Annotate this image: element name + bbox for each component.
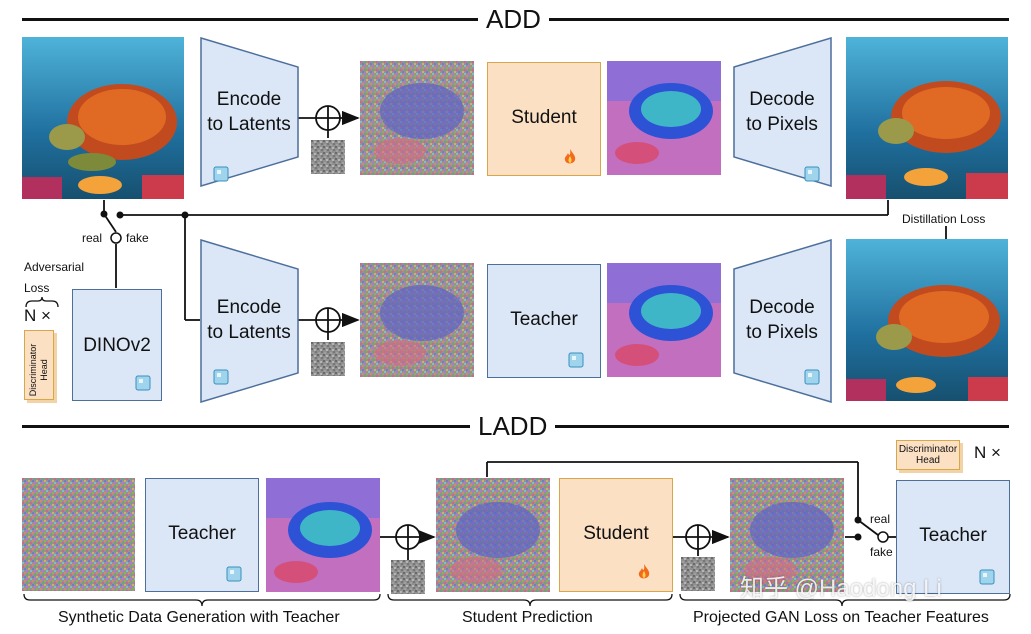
- ice-cube-icon: [804, 369, 820, 385]
- noisy-latent-image-top: [360, 61, 474, 175]
- ladd-repeat-label: N ×: [974, 443, 1001, 462]
- watermark-text: 知乎 @Haodong Li: [740, 575, 942, 602]
- pure-noise-image: [22, 478, 135, 591]
- turtle-image-output-bottom: [846, 239, 1008, 401]
- turtle-illustration: [22, 37, 184, 199]
- caption-projected-gan: Projected GAN Loss on Teacher Features: [693, 609, 989, 626]
- ladd-fake-label: fake: [870, 545, 893, 559]
- add-section-title: ADD: [478, 4, 549, 34]
- decoder-top-shape: [733, 37, 832, 187]
- distillation-loss-label: Distillation Loss: [902, 212, 986, 226]
- ice-cube-icon: [213, 166, 229, 182]
- decoder-bottom-label: Decode to Pixels: [746, 297, 818, 343]
- renoised-student-image: [730, 478, 844, 592]
- teacher-label-add: Teacher: [510, 308, 578, 330]
- caption-braces: [23, 593, 1011, 607]
- pure-noise-illustration: [22, 478, 135, 591]
- caption-student-prediction: Student Prediction: [462, 609, 593, 626]
- teacher-box-add: Teacher: [487, 264, 601, 378]
- flame-icon: [564, 149, 576, 164]
- student-box-top: Student: [487, 62, 601, 176]
- student-label-top: Student: [511, 106, 577, 128]
- ice-cube-icon: [226, 566, 242, 582]
- encoder-top-label: Encode to Latents: [207, 89, 291, 135]
- student-output-image-top: [607, 61, 721, 175]
- noisy-latent-image-bottom: [360, 263, 474, 377]
- teacher-label-generation: Teacher: [168, 522, 236, 544]
- adversarial-loss-label: Adversarial Loss: [24, 260, 85, 295]
- teacher-output-illustration: [607, 263, 721, 377]
- add-discriminator-head-label: Discriminator Head: [28, 343, 49, 397]
- decoder-bottom-shape: [733, 239, 832, 403]
- noise-square-top: [311, 140, 345, 174]
- student-output-illustration: [607, 61, 721, 175]
- add-bottom-plus: [298, 307, 360, 340]
- noisy-latent-illustration: [360, 61, 474, 175]
- encoder-top-shape: [200, 37, 299, 187]
- add-fake-label: fake: [126, 231, 149, 245]
- noise-square-ladd-1: [391, 560, 425, 594]
- renoised-student-illustration: [730, 478, 844, 592]
- add-top-plus: [298, 105, 360, 138]
- ice-cube-icon: [135, 375, 151, 391]
- noisy-sample-image-ladd: [436, 478, 550, 592]
- ladd-discriminator-head-label: Discriminator Head: [898, 444, 958, 466]
- synthetic-data-image: [266, 478, 380, 592]
- teacher-box-discriminator: Teacher: [896, 480, 1010, 594]
- student-box-ladd: Student: [559, 478, 673, 592]
- turtle-output-illustration: [846, 239, 1008, 401]
- teacher-label-discriminator: Teacher: [919, 524, 987, 546]
- noisy-latent-illustration: [360, 263, 474, 377]
- decoder-top-label: Decode to Pixels: [746, 89, 818, 135]
- add-repeat-label: N ×: [24, 306, 51, 325]
- caption-synthetic-data: Synthetic Data Generation with Teacher: [58, 609, 340, 626]
- ladd-discriminator-head: Discriminator Head: [896, 440, 960, 470]
- add-switch-lines: [103, 200, 947, 321]
- turtle-image-source: [22, 37, 184, 199]
- add-real-label: real: [82, 231, 103, 245]
- add-discriminator-head: Discriminator Head: [24, 330, 54, 400]
- noisy-sample-illustration: [436, 478, 550, 592]
- student-label-ladd: Student: [583, 522, 649, 544]
- noise-square-ladd-2: [681, 557, 715, 591]
- encoder-bottom-label: Encode to Latents: [207, 297, 291, 343]
- ice-cube-icon: [568, 352, 584, 368]
- synthetic-data-illustration: [266, 478, 380, 592]
- noise-square-bottom: [311, 342, 345, 376]
- encoder-bottom-shape: [200, 239, 299, 403]
- ice-cube-icon: [979, 569, 995, 585]
- ladd-section-title: LADD: [470, 411, 556, 441]
- flame-icon: [638, 564, 650, 579]
- ice-cube-icon: [804, 166, 820, 182]
- teacher-output-image-add: [607, 263, 721, 377]
- ladd-real-label: real: [870, 512, 891, 526]
- turtle-output-illustration: [846, 37, 1008, 199]
- turtle-image-output-top: [846, 37, 1008, 199]
- ice-cube-icon: [213, 369, 229, 385]
- dinov2-label: DINOv2: [83, 334, 151, 356]
